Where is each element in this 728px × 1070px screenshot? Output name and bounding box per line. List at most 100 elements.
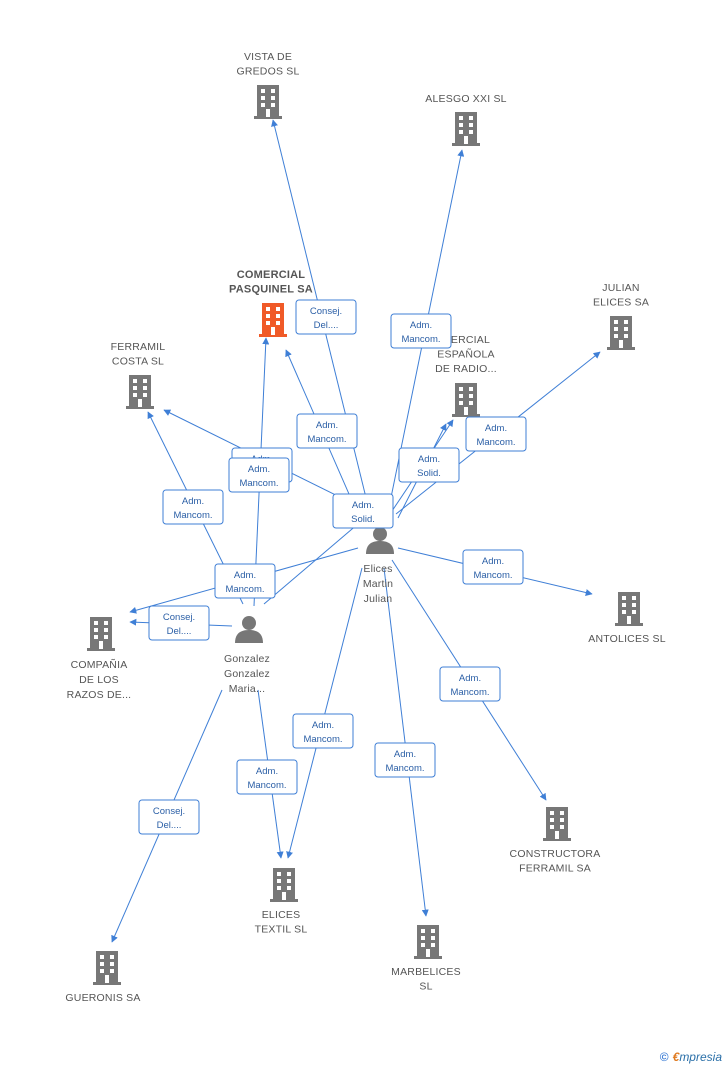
company-node-constructora[interactable]: CONSTRUCTORA FERRAMIL SA	[510, 807, 601, 875]
node-label-line: COMERCIAL	[237, 269, 305, 281]
relation-label-r10[interactable]: Adm. Mancom.	[462, 549, 524, 585]
node-label-line: Maria...	[229, 683, 266, 695]
relation-box	[138, 799, 200, 835]
relation-label-r18[interactable]: Consej.Del....	[138, 799, 200, 835]
company-node-vista[interactable]: VISTA DE GREDOS SL	[236, 51, 299, 119]
person-icon	[366, 527, 394, 554]
node-label-line: Martin	[363, 578, 393, 590]
company-node-marbelices[interactable]: MARBELICES SL	[391, 925, 461, 993]
footer-brand: ©€mpresia	[660, 1050, 722, 1064]
company-node-comercial-pasquinel[interactable]: COMERCIAL PASQUINEL SA	[229, 269, 313, 337]
node-label-line: Gonzalez	[224, 668, 270, 680]
relation-text-line: Mancom.	[225, 584, 264, 595]
relation-text-line: Solid.	[417, 468, 441, 479]
relation-label-r1[interactable]: Consej.Del....	[295, 299, 357, 335]
node-label-line: Gonzalez	[224, 653, 270, 665]
relation-text-line: Mancom.	[450, 687, 489, 698]
building-icon	[607, 316, 635, 350]
relation-label-r16[interactable]: Adm. Mancom.	[236, 759, 298, 795]
building-icon	[259, 303, 287, 337]
relation-label-r6[interactable]: Adm.Mancom.	[162, 489, 224, 525]
company-node-alesgo[interactable]: ALESGO XXI SL	[425, 93, 506, 146]
node-label-line: VISTA DE	[244, 51, 292, 63]
relation-text-line: Adm.	[418, 454, 440, 465]
relation-text-line: Solid.	[351, 514, 375, 525]
node-label-line: MARBELICES	[391, 966, 461, 978]
company-node-julian-elices[interactable]: JULIAN ELICES SA	[593, 282, 649, 350]
node-label-line: SL	[419, 981, 432, 993]
relation-label-r3[interactable]: Adm. Mancom.	[296, 413, 358, 449]
node-label-line: PASQUINEL SA	[229, 284, 313, 296]
node-label-line: COMPAÑIA	[71, 658, 128, 671]
relation-text-line: Del....	[167, 626, 192, 637]
relation-label-r11[interactable]: Adm. Mancom.	[439, 666, 501, 702]
relation-text-line: Adm.	[256, 766, 278, 777]
building-icon	[452, 112, 480, 146]
relation-text-line: Mancom.	[173, 510, 212, 521]
relation-label-r9[interactable]: Adm. Solid.	[398, 447, 460, 483]
relation-label-r7[interactable]: Adm.Solid.	[332, 493, 394, 529]
node-label-line: GREDOS SL	[236, 66, 299, 78]
relation-text-line: Mancom.	[247, 780, 286, 791]
relation-label-r13[interactable]: Consej.Del....	[148, 605, 210, 641]
relation-label-r15[interactable]: Adm. Mancom.	[214, 563, 276, 599]
relation-box	[374, 742, 436, 778]
relation-text-line: Adm.	[234, 570, 256, 581]
relation-text-line: Adm.	[482, 556, 504, 567]
company-node-antolices[interactable]: ANTOLICES SL	[588, 592, 666, 645]
relation-text-line: Adm.	[485, 423, 507, 434]
edge-line	[383, 567, 429, 917]
relation-text-line: Mancom.	[307, 434, 346, 445]
relation-box	[332, 493, 394, 529]
node-label-line: CONSTRUCTORA	[510, 848, 601, 860]
node-label-line: ESPAÑOLA	[437, 348, 494, 361]
relation-label-r12[interactable]: Adm.Mancom.	[374, 742, 436, 778]
node-label-line: TEXTIL SL	[255, 924, 308, 936]
node-label-line: FERRAMIL SA	[519, 863, 591, 875]
relation-text-line: Adm.	[312, 720, 334, 731]
company-node-gueronis[interactable]: GUERONIS SA	[65, 951, 140, 1004]
node-label-line: DE RADIO...	[435, 363, 497, 375]
relation-label-r5[interactable]: Adm. Mancom.	[228, 457, 290, 493]
building-icon	[452, 383, 480, 417]
relation-text-line: Del....	[314, 320, 339, 331]
building-icon	[87, 617, 115, 651]
relation-label-r8[interactable]: Adm.Mancom.	[465, 416, 527, 452]
person-node-gonzalez[interactable]: GonzalezGonzalezMaria...	[224, 616, 270, 695]
edge-line	[286, 567, 363, 859]
relation-text-line: Mancom.	[303, 734, 342, 745]
node-label-line: ELICES	[262, 909, 301, 921]
relation-box	[236, 759, 298, 795]
relation-text-line: Adm.	[394, 749, 416, 760]
relation-box	[148, 605, 210, 641]
relation-text-line: Consej.	[153, 806, 185, 817]
relation-text-line: Adm.	[248, 464, 270, 475]
node-label-line: JULIAN	[602, 282, 639, 294]
node-label-line: FERRAMIL	[111, 341, 166, 353]
relation-text-line: Adm.	[316, 420, 338, 431]
relation-box	[292, 713, 354, 749]
node-label-line: ELICES SA	[593, 297, 649, 309]
brand-logo-e: €	[672, 1050, 680, 1064]
company-node-ferramil-costa[interactable]: FERRAMIL COSTA SL	[111, 341, 166, 409]
relation-box	[214, 563, 276, 599]
node-label-line: COSTA SL	[112, 356, 164, 368]
node-label-line: Julian	[364, 593, 393, 605]
person-icon	[235, 616, 263, 643]
node-label-line: RAZOS DE...	[67, 689, 132, 701]
relations-layer: Consej.Del....Adm.Mancom.Adm.Mancom.Adm.…	[138, 299, 527, 835]
relation-box	[398, 447, 460, 483]
relation-text-line: Adm.	[459, 673, 481, 684]
relation-label-r14[interactable]: Adm. Mancom.	[292, 713, 354, 749]
relation-text-line: Mancom.	[473, 570, 512, 581]
relation-box	[390, 313, 452, 349]
relation-text-line: Mancom.	[239, 478, 278, 489]
building-icon	[414, 925, 442, 959]
company-node-elices-textil[interactable]: ELICES TEXTIL SL	[255, 868, 308, 936]
relation-label-r2[interactable]: Adm.Mancom.	[390, 313, 452, 349]
node-label-line: Elices	[363, 563, 392, 575]
